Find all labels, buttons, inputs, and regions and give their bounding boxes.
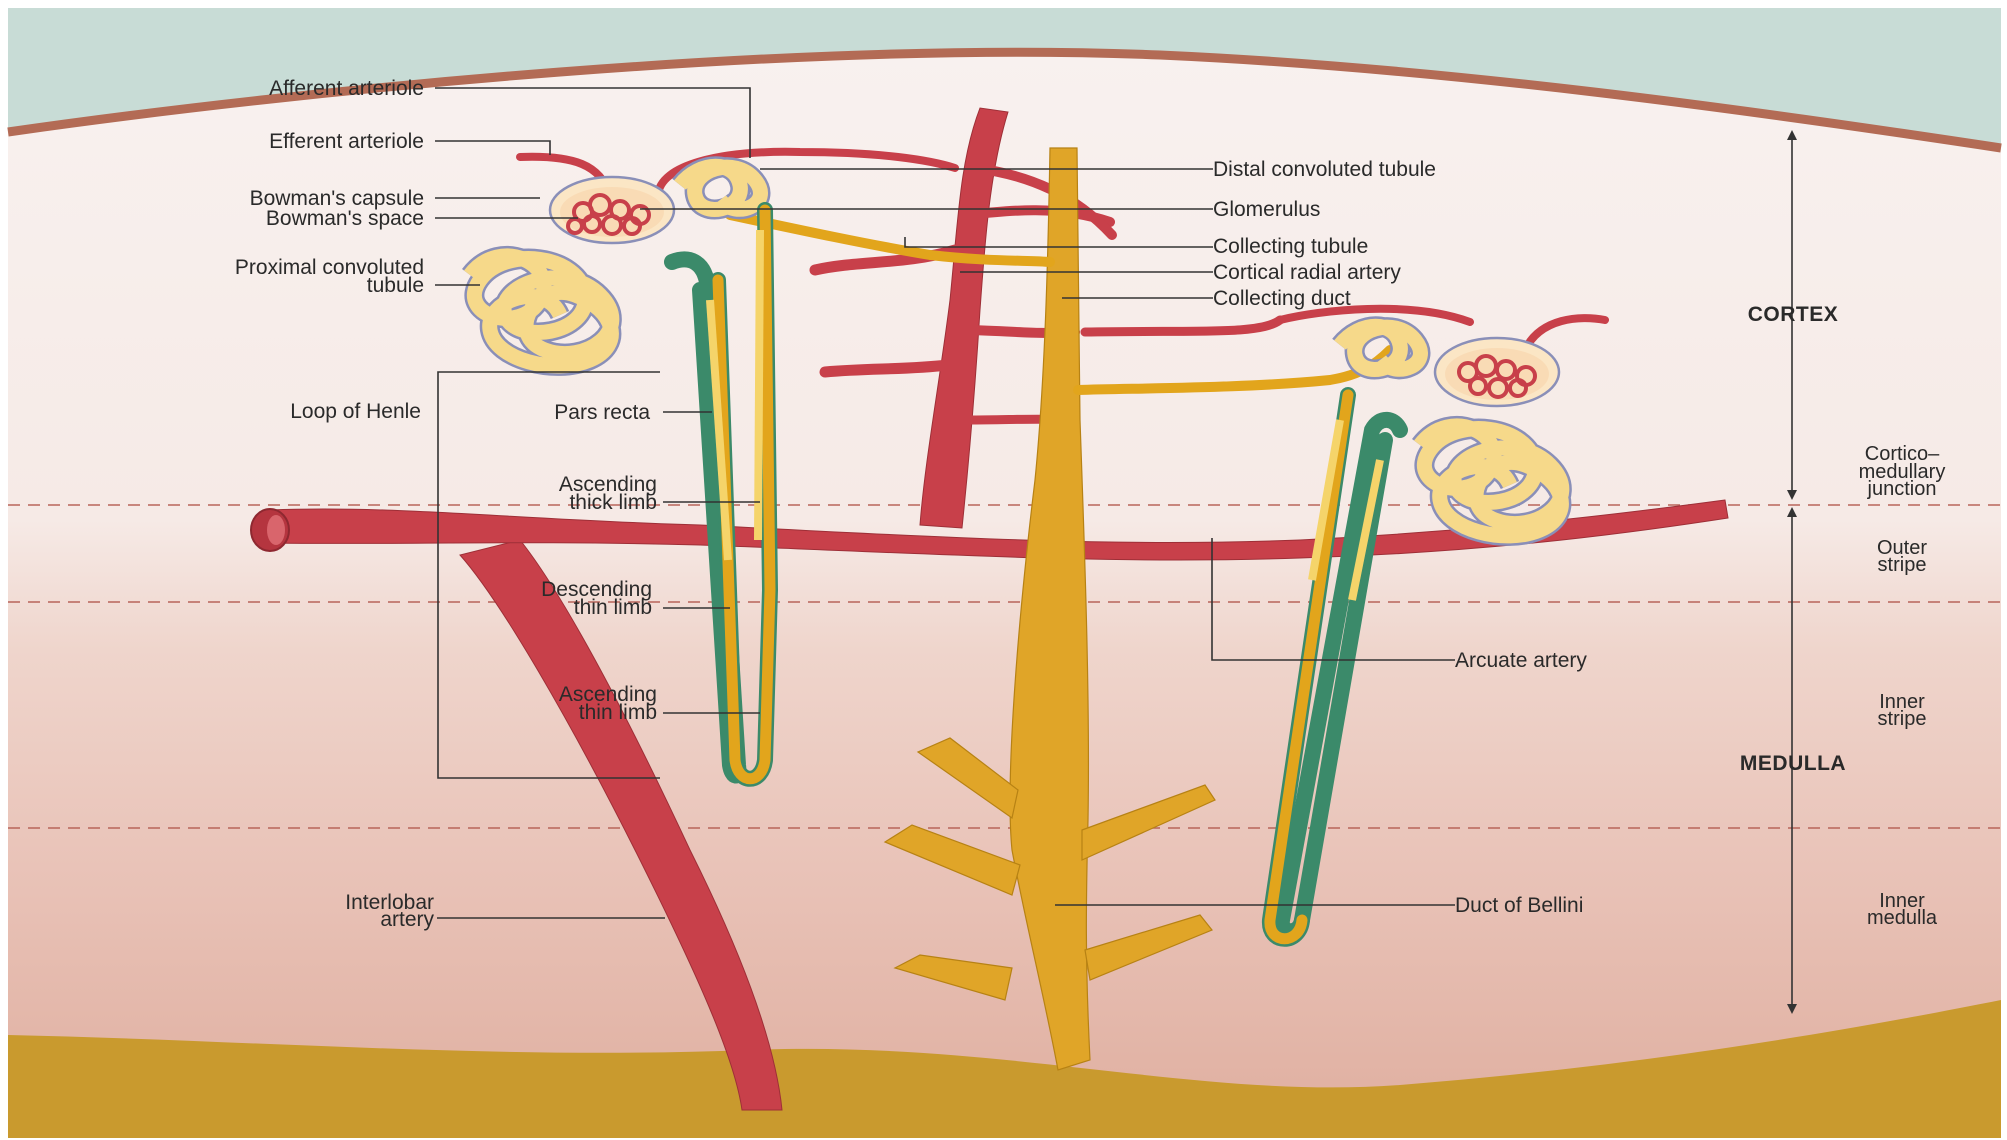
- region-inner-stripe-line2: stripe: [1878, 708, 1927, 730]
- region-inner-medulla-line2: medulla: [1867, 907, 1938, 929]
- region-medulla: MEDULLA: [1740, 752, 1846, 775]
- label-duct-of-bellini: Duct of Bellini: [1455, 894, 1583, 917]
- label-bowmans-space: Bowman's space: [266, 207, 424, 230]
- label-arcuate-artery: Arcuate artery: [1455, 649, 1587, 672]
- label-ascending-thick-limb-line2: thick limb: [569, 491, 657, 514]
- label-collecting-duct: Collecting duct: [1213, 287, 1351, 310]
- label-ascending-thin-limb-line2: thin limb: [579, 701, 657, 724]
- region-corticomedullary-line3: junction: [1867, 478, 1937, 500]
- label-loop-of-henle: Loop of Henle: [290, 400, 421, 423]
- label-collecting-tubule: Collecting tubule: [1213, 235, 1368, 258]
- region-outer-stripe-line2: stripe: [1878, 554, 1927, 576]
- arcuate-artery-lumen: [267, 515, 285, 545]
- label-descending-thin-limb-line2: thin limb: [574, 596, 652, 619]
- label-glomerulus: Glomerulus: [1213, 198, 1320, 221]
- label-proximal-convoluted-tubule-line2: tubule: [367, 274, 424, 297]
- label-pars-recta: Pars recta: [554, 401, 650, 424]
- label-afferent-arteriole: Afferent arteriole: [269, 77, 424, 100]
- label-interlobar-artery-line2: artery: [380, 908, 434, 931]
- label-cortical-radial-artery: Cortical radial artery: [1213, 261, 1401, 284]
- label-efferent-arteriole: Efferent arteriole: [269, 130, 424, 153]
- label-distal-convoluted-tubule: Distal convoluted tubule: [1213, 158, 1436, 181]
- region-cortex: CORTEX: [1748, 303, 1839, 326]
